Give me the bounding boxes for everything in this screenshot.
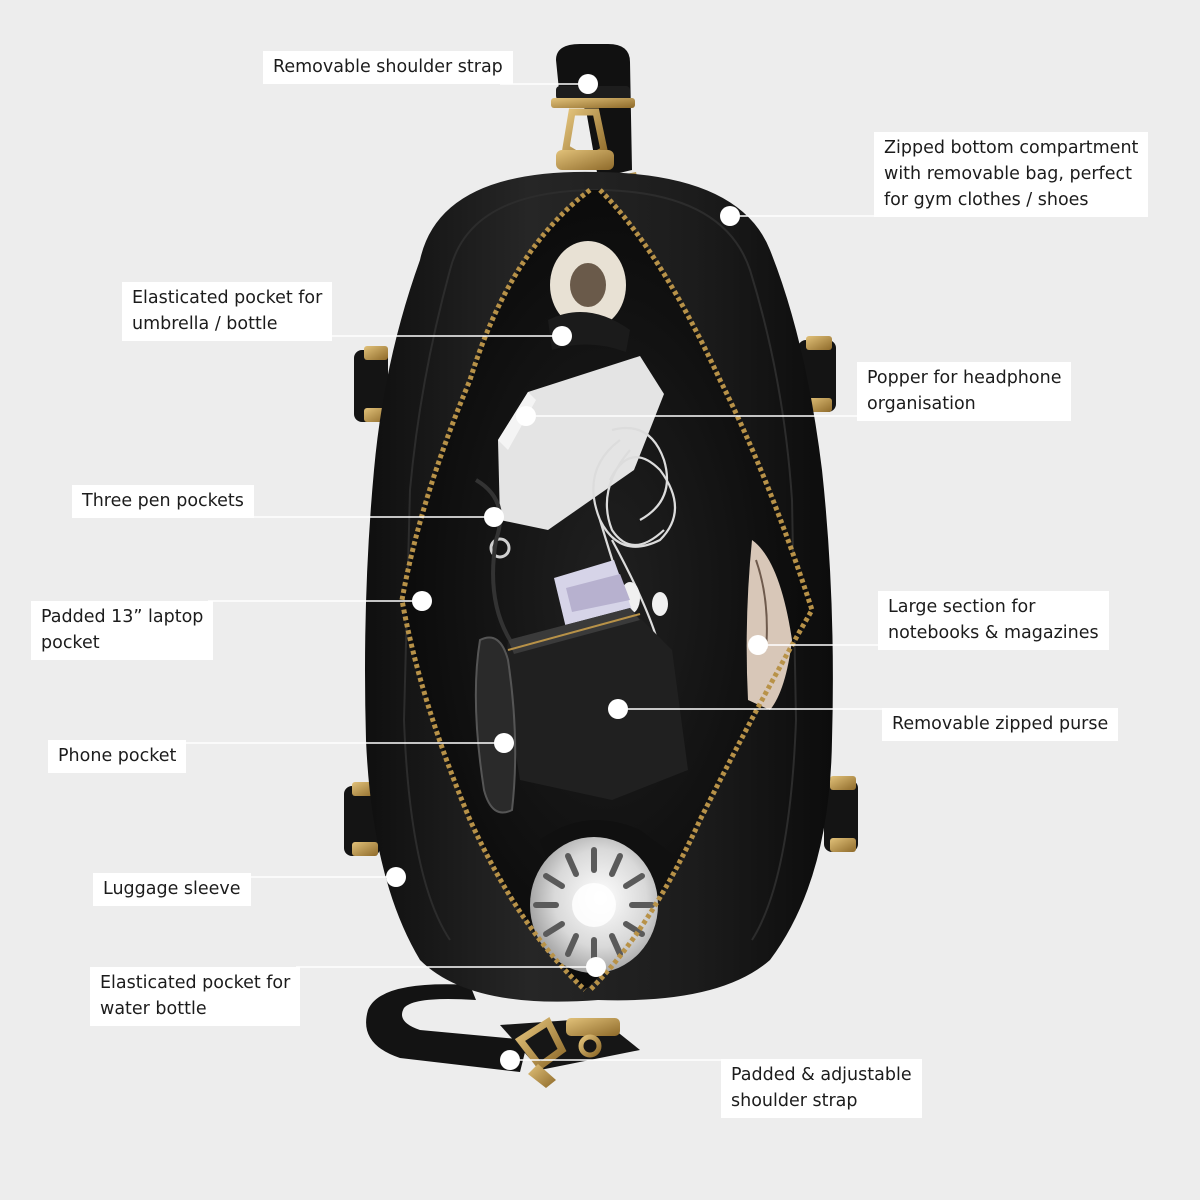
label-bottom-compartment: Zipped bottom compartment with removable… [874,132,1149,217]
callout-dots [386,74,768,1070]
label-line: water bottle [100,999,207,1019]
zipped-purse-item [504,608,688,800]
label-line: shoulder strap [731,1091,858,1111]
label-line: Large section for [888,597,1036,617]
label-line: Removable zipped purse [892,714,1109,734]
dot-adjustable-strap [500,1050,520,1070]
label-notebook-section: Large section for notebooks & magazines [878,591,1109,650]
label-line: umbrella / bottle [132,314,278,334]
label-line: Padded 13” laptop [41,607,204,627]
label-line: with removable bag, perfect [884,164,1132,184]
label-pen-pockets: Three pen pockets [72,485,254,518]
label-luggage-sleeve: Luggage sleeve [93,873,251,906]
label-line: Removable shoulder strap [273,57,503,77]
label-umbrella-pocket: Elasticated pocket for umbrella / bottle [122,282,333,341]
label-line: notebooks & magazines [888,623,1099,643]
bag-interior [402,190,812,990]
dot-pen-pockets [484,507,504,527]
label-line: Three pen pockets [82,491,244,511]
label-line: Phone pocket [58,746,177,766]
dot-umbrella-pocket [552,326,572,346]
label-line: pocket [41,633,100,653]
dot-notebook-section [748,635,768,655]
label-line: Luggage sleeve [103,879,241,899]
dot-phone-pocket [494,733,514,753]
dot-headphone-popper [516,406,536,426]
label-line: Popper for headphone [867,368,1062,388]
dot-zipped-purse [608,699,628,719]
dot-bottom-compartment [720,206,740,226]
power-bank [498,356,664,530]
label-line: Padded & adjustable [731,1065,912,1085]
label-zipped-purse: Removable zipped purse [882,708,1119,741]
label-line: organisation [867,394,976,414]
dot-shoulder-strap [578,74,598,94]
leader-lines [176,83,884,1061]
zipper [399,188,815,992]
dot-water-bottle-pocket [586,957,606,977]
label-line: Elasticated pocket for [100,973,291,993]
bottom-strap [366,984,640,1088]
label-phone-pocket: Phone pocket [48,740,187,773]
dot-luggage-sleeve [386,867,406,887]
label-line: Zipped bottom compartment [884,138,1139,158]
label-line: for gym clothes / shoes [884,190,1089,210]
pen-clip [489,537,511,559]
label-laptop-pocket: Padded 13” laptop pocket [31,601,214,660]
dot-laptop-pocket [412,591,432,611]
label-water-bottle-pocket: Elasticated pocket for water bottle [90,967,301,1026]
label-shoulder-strap: Removable shoulder strap [263,51,513,84]
label-line: Elasticated pocket for [132,288,323,308]
label-adjustable-strap: Padded & adjustable shoulder strap [721,1059,922,1118]
label-headphone-popper: Popper for headphone organisation [857,362,1072,421]
phone-item [474,636,517,814]
